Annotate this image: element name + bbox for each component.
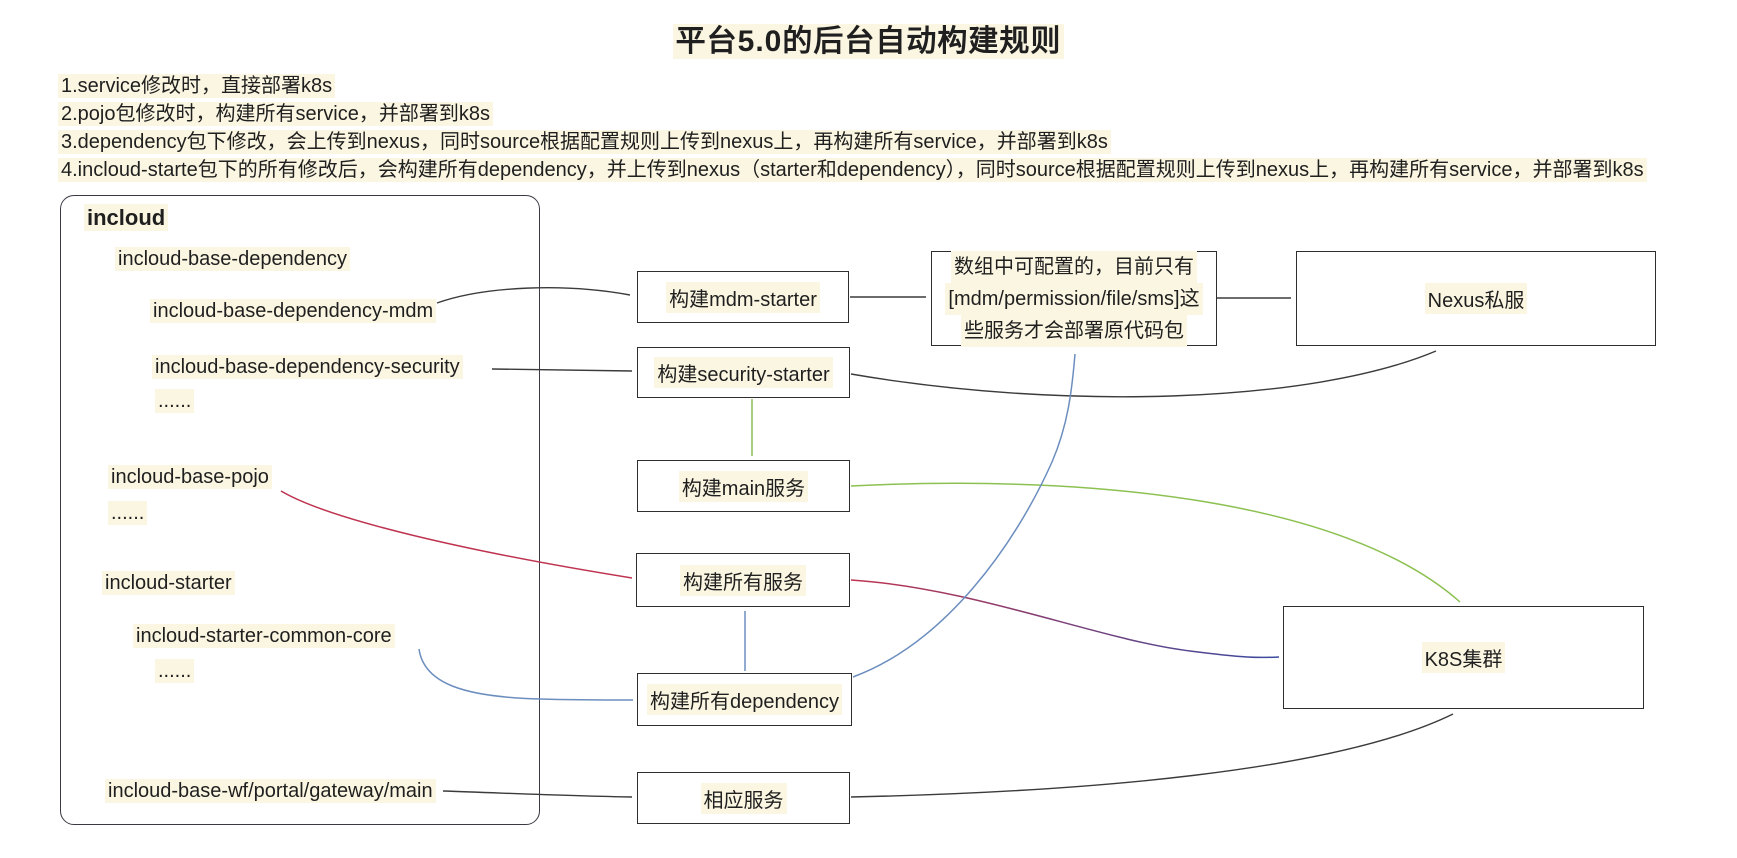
incloud-label: incloud xyxy=(84,204,169,231)
pkg-ellipsis-3: ...... xyxy=(155,659,195,683)
pkg-ellipsis-2: ...... xyxy=(108,501,148,525)
pkg-text: incloud-base-wf/portal/gateway/main xyxy=(105,779,436,803)
config-note-line3: 些服务才会部署原代码包 xyxy=(961,314,1187,347)
pkg-text: incloud-base-dependency-mdm xyxy=(150,299,437,323)
node-build-main-service: 构建main服务 xyxy=(637,460,850,512)
pkg-incloud-base-dependency-security: incloud-base-dependency-security xyxy=(152,355,463,379)
pkg-incloud-starter-common-core: incloud-starter-common-core xyxy=(133,624,395,648)
node-label: 构建security-starter xyxy=(654,357,833,388)
pkg-incloud-base-dependency: incloud-base-dependency xyxy=(115,247,351,271)
arrow-build-security-starter-to-nexus xyxy=(850,350,1437,398)
rule-3: 3.dependency包下修改，会上传到nexus，同时source根据配置规… xyxy=(58,125,1111,154)
pkg-text: ...... xyxy=(155,659,195,683)
rule-2-text: 2.pojo包修改时，构建所有service，并部署到k8s xyxy=(58,102,493,126)
pkg-incloud-base-dependency-mdm: incloud-base-dependency-mdm xyxy=(150,299,437,323)
node-build-all-services: 构建所有服务 xyxy=(636,553,850,607)
node-build-mdm-starter: 构建mdm-starter xyxy=(637,271,849,323)
pkg-text: ...... xyxy=(155,389,195,413)
rule-4: 4.incloud-starte包下的所有修改后，会构建所有dependency… xyxy=(58,153,1647,182)
page-title-text: 平台5.0的后台自动构建规则 xyxy=(672,24,1065,59)
node-label: 构建所有dependency xyxy=(647,684,842,715)
pkg-text: ...... xyxy=(108,501,148,525)
pkg-text: incloud-starter xyxy=(102,571,235,595)
pkg-ellipsis-1: ...... xyxy=(155,389,195,413)
pkg-incloud-base-pojo: incloud-base-pojo xyxy=(108,465,272,489)
page-title: 平台5.0的后台自动构建规则 xyxy=(0,16,1737,60)
rule-1-text: 1.service修改时，直接部署k8s xyxy=(58,74,336,98)
arrow-build-all-services-to-k8s xyxy=(850,579,1280,659)
node-build-security-starter: 构建security-starter xyxy=(637,347,850,398)
rule-1: 1.service修改时，直接部署k8s xyxy=(58,69,336,98)
arrow-corresponding-service-to-k8s xyxy=(850,713,1454,798)
arrow-build-main-to-k8s xyxy=(850,482,1461,603)
rule-2: 2.pojo包修改时，构建所有service，并部署到k8s xyxy=(58,97,493,126)
node-config-note: 数组中可配置的，目前只有 [mdm/permission/file/sms]这 … xyxy=(931,250,1217,347)
node-label: K8S集群 xyxy=(1421,642,1506,673)
node-label: 构建main服务 xyxy=(678,470,809,502)
node-label: 构建所有服务 xyxy=(680,564,806,596)
node-label: 相应服务 xyxy=(700,782,787,814)
rule-4-text: 4.incloud-starte包下的所有修改后，会构建所有dependency… xyxy=(58,158,1647,182)
pkg-text: incloud-base-dependency-security xyxy=(152,355,463,379)
node-build-all-dependency: 构建所有dependency xyxy=(637,673,852,726)
node-label: Nexus私服 xyxy=(1424,283,1528,314)
arrow-build-all-dependency-to-config-note xyxy=(852,353,1076,678)
config-note-line2: [mdm/permission/file/sms]这 xyxy=(945,282,1203,315)
pkg-text: incloud-base-pojo xyxy=(108,465,272,489)
pkg-incloud-starter: incloud-starter xyxy=(102,571,235,595)
node-corresponding-service: 相应服务 xyxy=(637,772,850,824)
pkg-text: incloud-base-dependency xyxy=(115,247,351,271)
incloud-label-text: incloud xyxy=(84,204,169,231)
pkg-text: incloud-starter-common-core xyxy=(133,624,395,648)
config-note-line1: 数组中可配置的，目前只有 xyxy=(951,250,1197,283)
rule-3-text: 3.dependency包下修改，会上传到nexus，同时source根据配置规… xyxy=(58,130,1111,154)
node-nexus: Nexus私服 xyxy=(1296,251,1656,346)
node-label: 构建mdm-starter xyxy=(666,281,820,313)
node-k8s: K8S集群 xyxy=(1283,606,1644,709)
pkg-incloud-base-wf-portal-gateway-main: incloud-base-wf/portal/gateway/main xyxy=(105,779,436,803)
